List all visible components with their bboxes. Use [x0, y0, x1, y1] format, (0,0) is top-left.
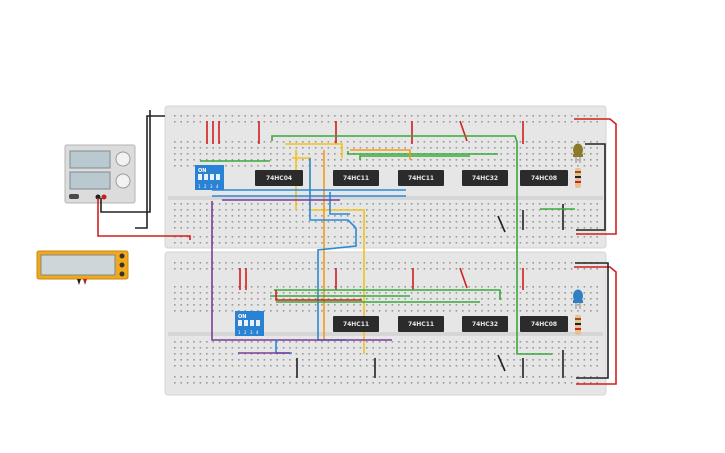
- chip-label: 74HC11: [343, 175, 369, 182]
- chip-label: 74HC08: [531, 321, 557, 328]
- resistor-top[interactable]: [575, 168, 581, 188]
- voltage-display: [69, 150, 111, 169]
- multimeter-port-3[interactable]: [119, 271, 125, 277]
- dip-switch-bottom[interactable]: ON 1 2 3 4: [235, 311, 264, 336]
- multimeter[interactable]: [36, 250, 129, 285]
- rail-jumpers[interactable]: [206, 120, 564, 378]
- chip-74hc08[interactable]: 74HC08: [520, 170, 568, 186]
- chip-label: 74HC32: [472, 321, 498, 328]
- chip-label: 74HC08: [531, 175, 557, 182]
- signal-wires[interactable]: [200, 118, 617, 385]
- chip-74hc11[interactable]: 74HC11: [398, 316, 444, 332]
- chip-label: 74HC11: [343, 321, 369, 328]
- chip-74hc04[interactable]: 74HC04: [255, 170, 303, 186]
- chip-label: 74HC04: [266, 175, 292, 182]
- dip-pos-1: 1: [198, 184, 201, 189]
- voltage-knob[interactable]: [115, 151, 131, 167]
- current-knob[interactable]: [115, 173, 131, 189]
- supply-wires[interactable]: [97, 110, 191, 240]
- dip-pos-2: 2: [204, 184, 207, 189]
- terminal-negative[interactable]: [95, 194, 101, 200]
- multimeter-port-2[interactable]: [119, 262, 125, 268]
- chip-74hc08[interactable]: 74HC08: [520, 316, 568, 332]
- dip-on-label: ON: [198, 168, 206, 174]
- chip-74hc32[interactable]: 74HC32: [462, 170, 508, 186]
- dip-pos-4: 4: [216, 184, 219, 189]
- dip-pos-1: 1: [238, 330, 241, 335]
- current-display: [69, 171, 111, 190]
- dip-switch-top[interactable]: ON 1 2 3 4: [195, 165, 224, 190]
- probe-red[interactable]: [83, 279, 87, 285]
- chip-label: 74HC11: [408, 175, 434, 182]
- resistor-bottom[interactable]: [575, 315, 581, 335]
- chip-label: 74HC32: [472, 175, 498, 182]
- breadboard-top[interactable]: [164, 105, 607, 249]
- dip-pos-3: 3: [250, 330, 253, 335]
- chip-74hc32[interactable]: 74HC32: [462, 316, 508, 332]
- terminal-positive[interactable]: [101, 194, 107, 200]
- breadboard-bottom[interactable]: [164, 251, 607, 396]
- probe-black[interactable]: [77, 279, 81, 285]
- dip-pos-3: 3: [210, 184, 213, 189]
- chip-label: 74HC11: [408, 321, 434, 328]
- led-bottom[interactable]: [573, 289, 583, 310]
- multimeter-display: [40, 254, 116, 276]
- dip-pos-2: 2: [244, 330, 247, 335]
- chip-row-bottom: 74HC11 74HC11 74HC32 74HC08: [333, 316, 568, 332]
- power-supply[interactable]: [64, 144, 136, 204]
- dip-on-label: ON: [238, 314, 246, 320]
- multimeter-port-1[interactable]: [119, 253, 125, 259]
- power-switch[interactable]: [69, 194, 79, 199]
- chip-74hc11[interactable]: 74HC11: [333, 170, 379, 186]
- dip-pos-4: 4: [256, 330, 259, 335]
- led-top[interactable]: [573, 143, 583, 164]
- chip-row-top: 74HC04 74HC11 74HC11 74HC32 74HC08: [255, 170, 568, 186]
- chip-74hc11[interactable]: 74HC11: [398, 170, 444, 186]
- chip-74hc11[interactable]: 74HC11: [333, 316, 379, 332]
